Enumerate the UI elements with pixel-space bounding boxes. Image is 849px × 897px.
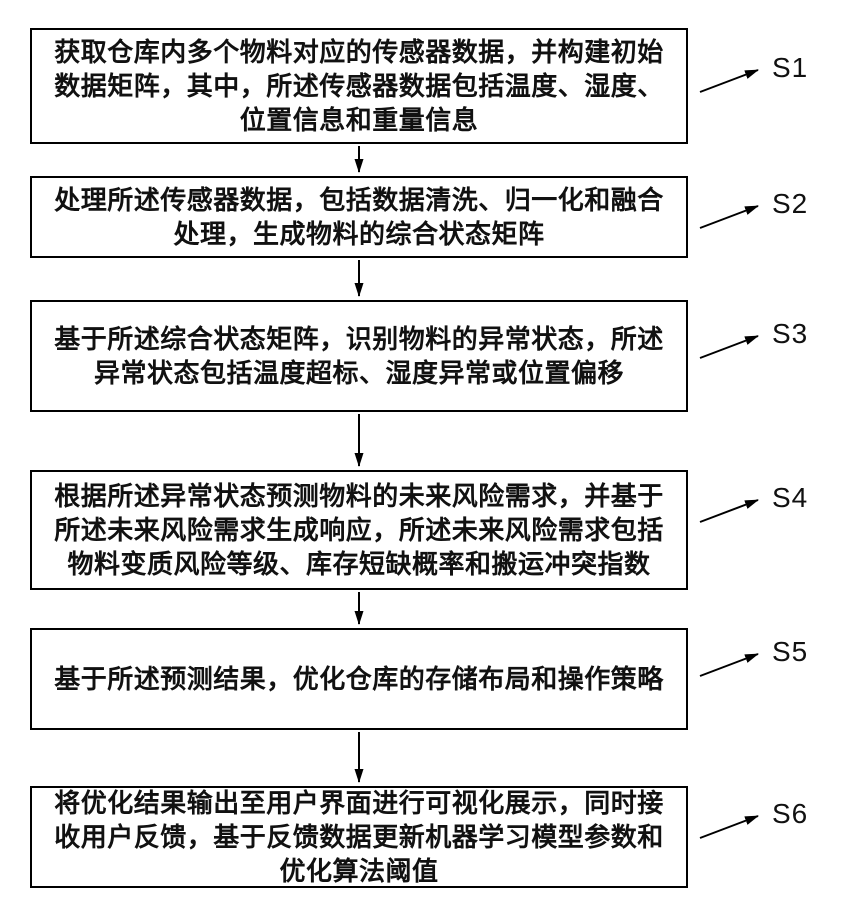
pointer-arrow-s1 <box>699 69 759 93</box>
step-box-4: 根据所述异常状态预测物料的未来风险需求，并基于 所述未来风险需求生成响应，所述未… <box>30 470 688 590</box>
step-label-s5: S5 <box>772 636 809 667</box>
step-box-1: 获取仓库内多个物料对应的传感器数据，并构建初始 数据矩阵，其中，所述传感器数据包… <box>30 28 688 144</box>
step-label-s2: S2 <box>772 188 809 219</box>
step-label-s1: S1 <box>772 52 809 83</box>
pointer-arrow-s2 <box>699 205 759 229</box>
step-label-s6: S6 <box>772 798 809 829</box>
step-label-s3: S3 <box>772 318 809 349</box>
step-box-2: 处理所述传感器数据，包括数据清洗、归一化和融合 处理，生成物料的综合状态矩阵 <box>30 176 688 258</box>
step-box-3: 基于所述综合状态矩阵，识别物料的异常状态，所述 异常状态包括温度超标、湿度异常或… <box>30 300 688 412</box>
step-box-5: 基于所述预测结果，优化仓库的存储布局和操作策略 <box>30 628 688 730</box>
step-label-s4: S4 <box>772 482 809 513</box>
pointer-arrow-s5 <box>699 653 759 677</box>
step-box-6: 将优化结果输出至用户界面进行可视化展示，同时接 收用户反馈，基于反馈数据更新机器… <box>30 786 688 888</box>
pointer-arrow-s3 <box>699 335 759 359</box>
pointer-arrow-s4 <box>699 499 759 523</box>
pointer-arrow-s6 <box>699 815 759 839</box>
